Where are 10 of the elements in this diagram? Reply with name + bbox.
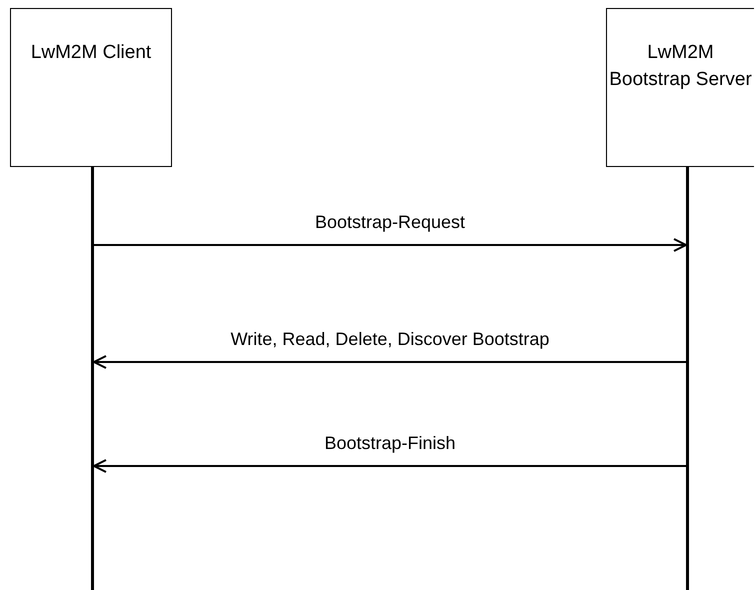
message-arrow	[93, 355, 686, 369]
lifeline	[91, 167, 94, 590]
participant-box	[10, 8, 172, 167]
message-arrow	[94, 238, 687, 252]
participant-box	[606, 8, 754, 167]
message-arrow	[93, 459, 686, 473]
participant-name: LwM2M Bootstrap Server	[608, 41, 753, 92]
participant-name: LwM2M Client	[30, 41, 152, 65]
lifeline	[686, 167, 689, 590]
edge-label: Write, Read, Delete, Discover Bootstrap	[228, 329, 552, 350]
